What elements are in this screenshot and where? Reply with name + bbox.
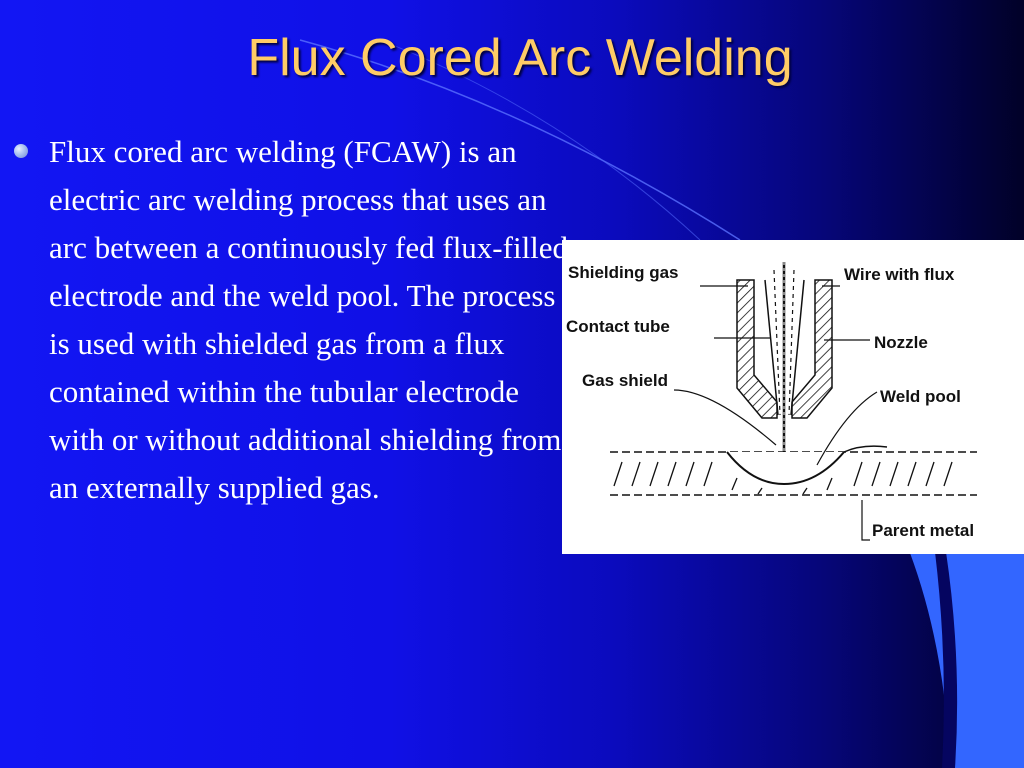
label-wire-with-flux: Wire with flux <box>844 265 955 284</box>
label-parent-metal: Parent metal <box>872 521 974 540</box>
label-contact-tube: Contact tube <box>566 317 670 336</box>
contact-tube-right <box>790 279 805 416</box>
leader-lines <box>673 285 878 541</box>
label-shielding-gas: Shielding gas <box>568 263 679 282</box>
label-weld-pool: Weld pool <box>880 387 961 406</box>
slide-title: Flux Cored Arc Welding <box>247 29 793 87</box>
thin-curve-line <box>299 39 741 241</box>
label-gas-shield: Gas shield <box>582 371 668 390</box>
bullet-dot-icon <box>14 144 28 158</box>
contact-tube-dash-left <box>773 269 781 416</box>
fcaw-diagram-svg: Shielding gas Contact tube Gas shield Wi… <box>566 262 977 541</box>
bullet-text: Flux cored arc welding (FCAW) is an elec… <box>49 134 569 505</box>
contact-tube-left <box>764 279 779 416</box>
label-nozzle: Nozzle <box>874 333 928 352</box>
weld-pool-shape <box>726 451 845 486</box>
light-blue-swoosh-shape <box>905 540 1024 768</box>
thin-curve-line-2 <box>379 39 701 241</box>
fcaw-diagram: Shielding gas Contact tube Gas shield Wi… <box>562 240 1024 554</box>
bottom-right-dark-band <box>935 552 958 768</box>
contact-tube-dash-right <box>788 269 795 416</box>
parent-metal-hatching <box>613 461 953 495</box>
weld-bead-solidified <box>843 445 888 453</box>
